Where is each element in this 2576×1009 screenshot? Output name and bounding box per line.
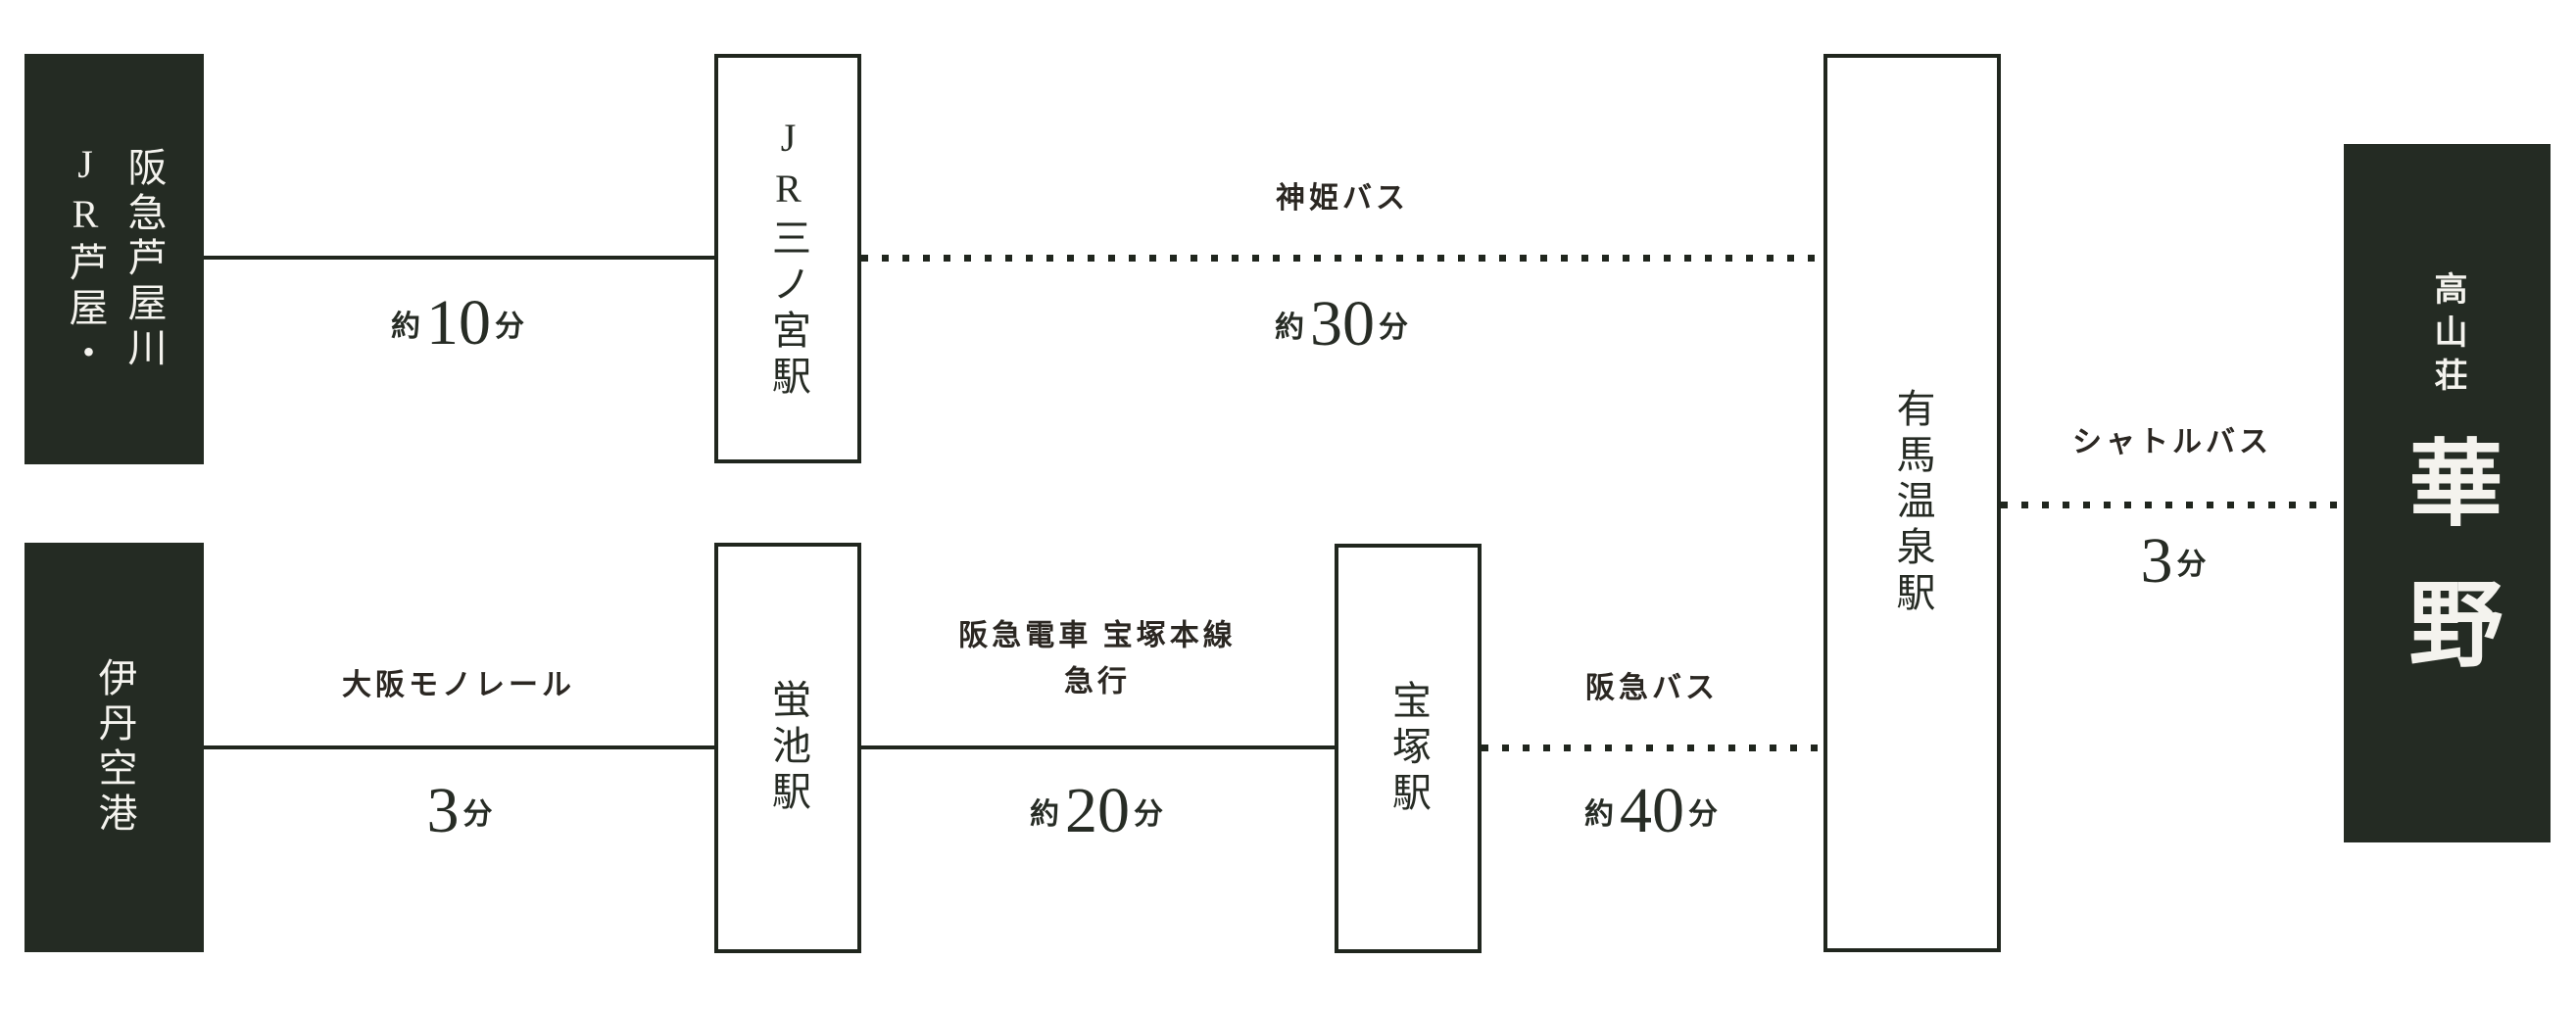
route-line-arima-to-hanano xyxy=(2001,502,2344,508)
station-label-arima-onsen: 有馬温泉駅 xyxy=(1890,388,1935,618)
duration-number: 20 xyxy=(1065,775,1130,846)
transport-shinki-bus: 神姫バス xyxy=(1276,181,1409,215)
duration-number: 3 xyxy=(426,775,460,846)
duration-number: 3 xyxy=(2140,525,2173,597)
transport-shuttle-bus: シャトルバス xyxy=(2072,425,2272,458)
duration-hotarugaike-to-takarazuka: 約 20 分 xyxy=(1030,779,1165,843)
duration-suffix: 分 xyxy=(1134,798,1165,831)
station-box-jr-sannomiya: JR三ノ宮駅 xyxy=(714,54,861,463)
station-box-hotarugaike: 蛍池駅 xyxy=(714,543,861,953)
station-label-hotarugaike: 蛍池駅 xyxy=(766,679,810,817)
transport-osaka-monorail: 大阪モノレール xyxy=(342,668,575,701)
destination-name-hanano: 華野 xyxy=(2395,433,2500,716)
duration-ashiya-to-sannomiya: 約 10 分 xyxy=(391,291,526,356)
duration-suffix: 分 xyxy=(495,311,526,343)
route-line-ashiya-to-sannomiya xyxy=(204,256,714,260)
duration-arima-to-hanano: 3 分 xyxy=(2137,529,2209,594)
route-line-itami-to-hotarugaike xyxy=(204,745,714,749)
duration-number: 10 xyxy=(426,287,491,359)
destination-name-kozanso: 高山荘 xyxy=(2429,270,2465,401)
terminal-box-ashiya: 阪急芦屋川 JR芦屋・ xyxy=(24,54,204,464)
duration-prefix: 約 xyxy=(1584,798,1616,831)
duration-suffix: 分 xyxy=(1688,798,1720,831)
duration-prefix: 約 xyxy=(1275,312,1306,344)
duration-sannomiya-to-arima: 約 30 分 xyxy=(1275,292,1410,357)
terminal-label-ashiya: 阪急芦屋川 JR芦屋・ xyxy=(63,141,167,377)
route-line-hotarugaike-to-takarazuka xyxy=(861,745,1335,749)
duration-takarazuka-to-arima: 約 40 分 xyxy=(1584,779,1720,843)
route-line-sannomiya-to-arima xyxy=(861,255,1823,262)
station-label-jr-sannomiya: JR三ノ宮駅 xyxy=(766,116,810,402)
duration-suffix: 分 xyxy=(462,798,495,831)
station-box-arima-onsen: 有馬温泉駅 xyxy=(1823,54,2001,952)
duration-number: 40 xyxy=(1620,775,1684,846)
route-line-takarazuka-to-arima xyxy=(1482,745,1823,751)
duration-prefix: 約 xyxy=(391,311,422,343)
duration-number: 30 xyxy=(1310,288,1375,360)
duration-itami-to-hotarugaike: 3 分 xyxy=(423,779,495,843)
terminal-box-itami-airport: 伊丹空港 xyxy=(24,543,204,952)
destination-box-hanano: 高山荘 華野 xyxy=(2344,144,2551,842)
duration-suffix: 分 xyxy=(2176,549,2209,581)
duration-suffix: 分 xyxy=(1379,312,1410,344)
destination-name-column: 高山荘 華野 xyxy=(2379,271,2515,716)
duration-prefix: 約 xyxy=(1030,798,1061,831)
station-box-takarazuka: 宝塚駅 xyxy=(1335,544,1482,953)
station-label-takarazuka: 宝塚駅 xyxy=(1386,679,1431,818)
transport-hankyu-takarazuka-line: 阪急電車 宝塚本線 急行 xyxy=(958,619,1237,698)
terminal-label-itami-airport: 伊丹空港 xyxy=(92,657,137,838)
transport-hankyu-bus: 阪急バス xyxy=(1585,671,1719,704)
